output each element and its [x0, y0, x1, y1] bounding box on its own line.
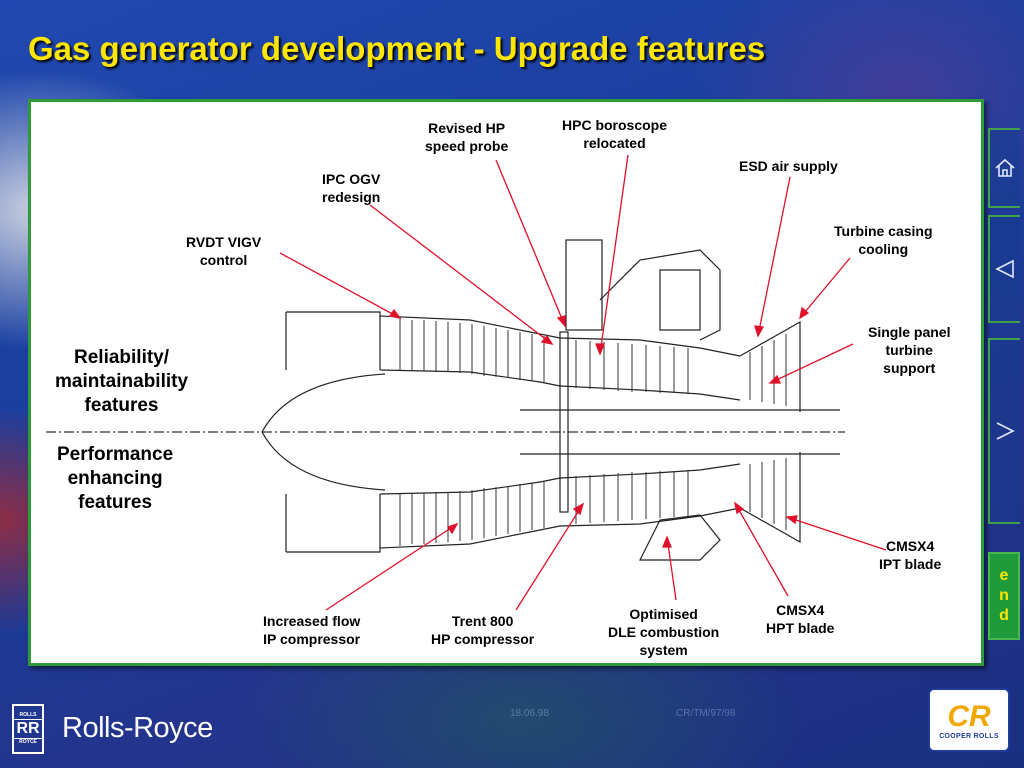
label-esd-air-supply: ESD air supply: [739, 158, 838, 174]
leader-boroscope: [599, 154, 629, 355]
intake-upper: [285, 311, 381, 370]
leader-ipc-ogv: [369, 204, 553, 345]
leader-lines: [279, 154, 887, 611]
end-button[interactable]: e n d: [988, 552, 1020, 640]
leader-hp-probe: [495, 159, 566, 327]
leader-cmsx4-hpt: [734, 502, 789, 597]
end-letter-e: e: [999, 567, 1009, 584]
home-icon: [995, 158, 1015, 177]
cooper-rolls-logo: CR COOPER ROLLS: [928, 688, 1010, 752]
leader-esd: [757, 176, 791, 337]
leader-turbine-casing: [799, 257, 851, 319]
nose-cone: [261, 373, 386, 491]
rolls-royce-badge: ROLLS RR ROYCE: [12, 704, 44, 754]
blade-rows: [399, 318, 787, 546]
brand-name: Rolls-Royce: [62, 712, 213, 744]
leader-trent800: [515, 503, 584, 611]
leader-cmsx4-ipt: [786, 516, 887, 551]
leader-increased-flow: [325, 523, 458, 611]
engine-outline: [46, 239, 845, 561]
down-button[interactable]: [988, 338, 1020, 524]
leader-single-panel: [769, 343, 854, 384]
end-letter-d: d: [999, 607, 1009, 624]
slide-title: Gas generator development - Upgrade feat…: [28, 30, 766, 67]
home-button[interactable]: [988, 128, 1020, 208]
triangle-left-icon: [995, 259, 1014, 279]
back-button[interactable]: [988, 215, 1020, 323]
end-letter-n: n: [999, 587, 1009, 604]
footer-date: 18.06.98: [510, 708, 549, 719]
diagram-panel: [28, 99, 984, 666]
leader-rvdt: [279, 252, 401, 319]
triangle-down-icon: [996, 422, 1015, 440]
footer-reference: CR/TM/97/98: [676, 708, 736, 719]
intake-lower: [285, 494, 381, 553]
